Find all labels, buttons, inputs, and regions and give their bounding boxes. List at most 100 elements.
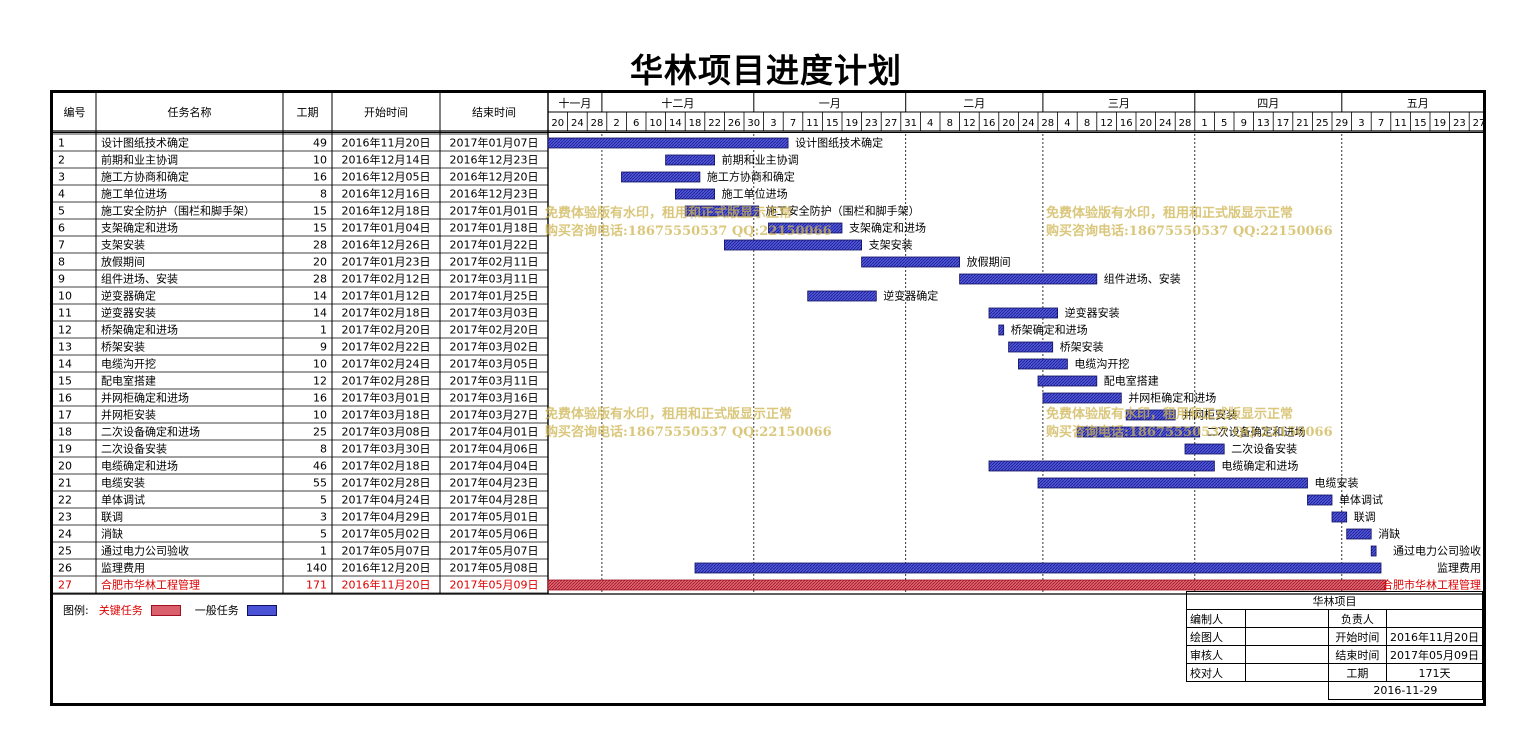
day-tick-label: 2 — [613, 118, 619, 129]
day-tick-label: 8 — [947, 118, 953, 129]
column-header-name: 任务名称 — [168, 105, 212, 119]
task-id: 2 — [58, 154, 65, 167]
task-start: 2017年01月23日 — [342, 255, 431, 269]
task-id: 6 — [58, 222, 65, 235]
day-tick-label: 17 — [1277, 118, 1290, 129]
task-id: 25 — [58, 545, 72, 558]
task-id: 9 — [58, 273, 65, 286]
task-name: 桥架确定和进场 — [101, 323, 178, 337]
day-tick-label: 20 — [1002, 118, 1015, 129]
task-bar — [807, 290, 877, 302]
task-bar — [1125, 409, 1176, 421]
task-id: 7 — [58, 239, 65, 252]
task-end: 2017年01月07日 — [450, 136, 539, 150]
task-end: 2017年01月22日 — [450, 238, 539, 252]
task-id: 18 — [58, 426, 72, 439]
task-bar-label: 支架确定和进场 — [849, 221, 926, 235]
column-header-end: 结束时间 — [472, 106, 516, 119]
legend-normal-label: 一般任务 — [194, 604, 239, 617]
day-tick-label: 30 — [747, 118, 760, 129]
day-tick-label: 13 — [1257, 118, 1270, 129]
task-id: 22 — [58, 494, 72, 507]
task-bar-label: 前期和业主协调 — [722, 153, 799, 167]
task-bar — [1076, 426, 1201, 438]
day-tick-label: 21 — [1296, 118, 1309, 129]
day-tick-label: 12 — [963, 118, 976, 129]
day-tick-label: 16 — [1120, 118, 1133, 129]
task-end: 2017年03月02日 — [450, 340, 539, 354]
task-bar — [998, 324, 1005, 336]
day-tick-label: 26 — [728, 118, 741, 129]
task-bar-label: 合肥市华林工程管理 — [1382, 578, 1481, 592]
task-id: 8 — [58, 256, 65, 269]
day-tick-label: 23 — [865, 118, 878, 129]
day-tick-label: 19 — [1433, 118, 1446, 129]
month-label: 十一月 — [558, 96, 591, 110]
task-start: 2017年03月08日 — [342, 425, 431, 439]
task-start: 2017年05月02日 — [342, 527, 431, 541]
task-end: 2017年05月06日 — [450, 527, 539, 541]
task-start: 2016年12月14日 — [342, 153, 431, 167]
task-bar-label: 设计图纸技术确定 — [795, 136, 883, 150]
info-reviewer-label: 审核人 — [1186, 645, 1246, 664]
task-start: 2017年03月01日 — [342, 391, 431, 405]
task-duration: 10 — [313, 409, 327, 422]
task-duration: 8 — [320, 443, 327, 456]
task-start: 2017年02月18日 — [342, 459, 431, 473]
task-name: 支架安装 — [101, 238, 145, 252]
day-tick-label: 28 — [591, 118, 604, 129]
task-name: 逆变器确定 — [101, 289, 156, 303]
task-duration: 16 — [313, 392, 327, 405]
column-header-start: 开始时间 — [364, 105, 408, 119]
day-tick-label: 9 — [1241, 118, 1247, 129]
task-start: 2016年11月20日 — [342, 136, 431, 150]
chart-title: 华林项目进度计划 — [630, 51, 902, 90]
info-start-label: 开始时间 — [1327, 627, 1388, 646]
task-bar — [675, 188, 716, 200]
task-name: 监理费用 — [101, 562, 145, 575]
task-duration: 1 — [320, 545, 327, 558]
task-bar — [1008, 341, 1054, 353]
task-name: 并网柜安装 — [101, 408, 156, 422]
task-start: 2017年02月28日 — [342, 476, 431, 490]
task-duration: 10 — [313, 154, 327, 167]
info-owner-value — [1386, 609, 1483, 628]
task-name: 并网柜确定和进场 — [101, 391, 189, 405]
task-id: 15 — [58, 375, 72, 388]
task-start: 2017年02月22日 — [342, 340, 431, 354]
task-duration: 3 — [320, 511, 327, 524]
task-duration: 15 — [313, 205, 327, 218]
day-tick-label: 24 — [571, 118, 584, 129]
task-start: 2017年03月30日 — [342, 442, 431, 456]
task-name: 合肥市华林工程管理 — [101, 578, 200, 592]
task-duration: 28 — [313, 239, 327, 252]
task-end: 2017年02月20日 — [450, 323, 539, 337]
task-bar — [665, 154, 715, 166]
day-tick-label: 28 — [1041, 118, 1054, 129]
task-bar — [1184, 443, 1225, 455]
column-header-id: 编号 — [64, 105, 86, 119]
task-name: 支架确定和进场 — [101, 221, 178, 235]
info-end-label: 结束时间 — [1327, 645, 1388, 664]
info-end-value: 2017年05月09日 — [1386, 645, 1483, 664]
task-bar-label: 施工安全防护（围栏和脚手架） — [766, 204, 920, 218]
task-id: 10 — [58, 290, 72, 303]
task-bar — [694, 562, 1382, 574]
task-bar — [988, 460, 1215, 472]
task-end: 2017年03月11日 — [450, 374, 539, 388]
task-id: 12 — [58, 324, 72, 337]
task-end: 2017年03月16日 — [450, 391, 539, 405]
task-start: 2017年04月29日 — [342, 510, 431, 524]
task-bar — [724, 239, 863, 251]
task-id: 26 — [58, 562, 72, 575]
task-duration: 20 — [313, 256, 327, 269]
task-bar-label: 通过电力公司验收 — [1393, 544, 1481, 558]
task-bar-label: 支架安装 — [869, 238, 913, 252]
day-tick-label: 28 — [1179, 118, 1192, 129]
legend: 图例: 关键任务 一般任务 — [63, 602, 291, 618]
task-name: 电缆确定和进场 — [101, 459, 178, 473]
day-tick-label: 23 — [1453, 118, 1466, 129]
task-bar — [768, 222, 843, 234]
